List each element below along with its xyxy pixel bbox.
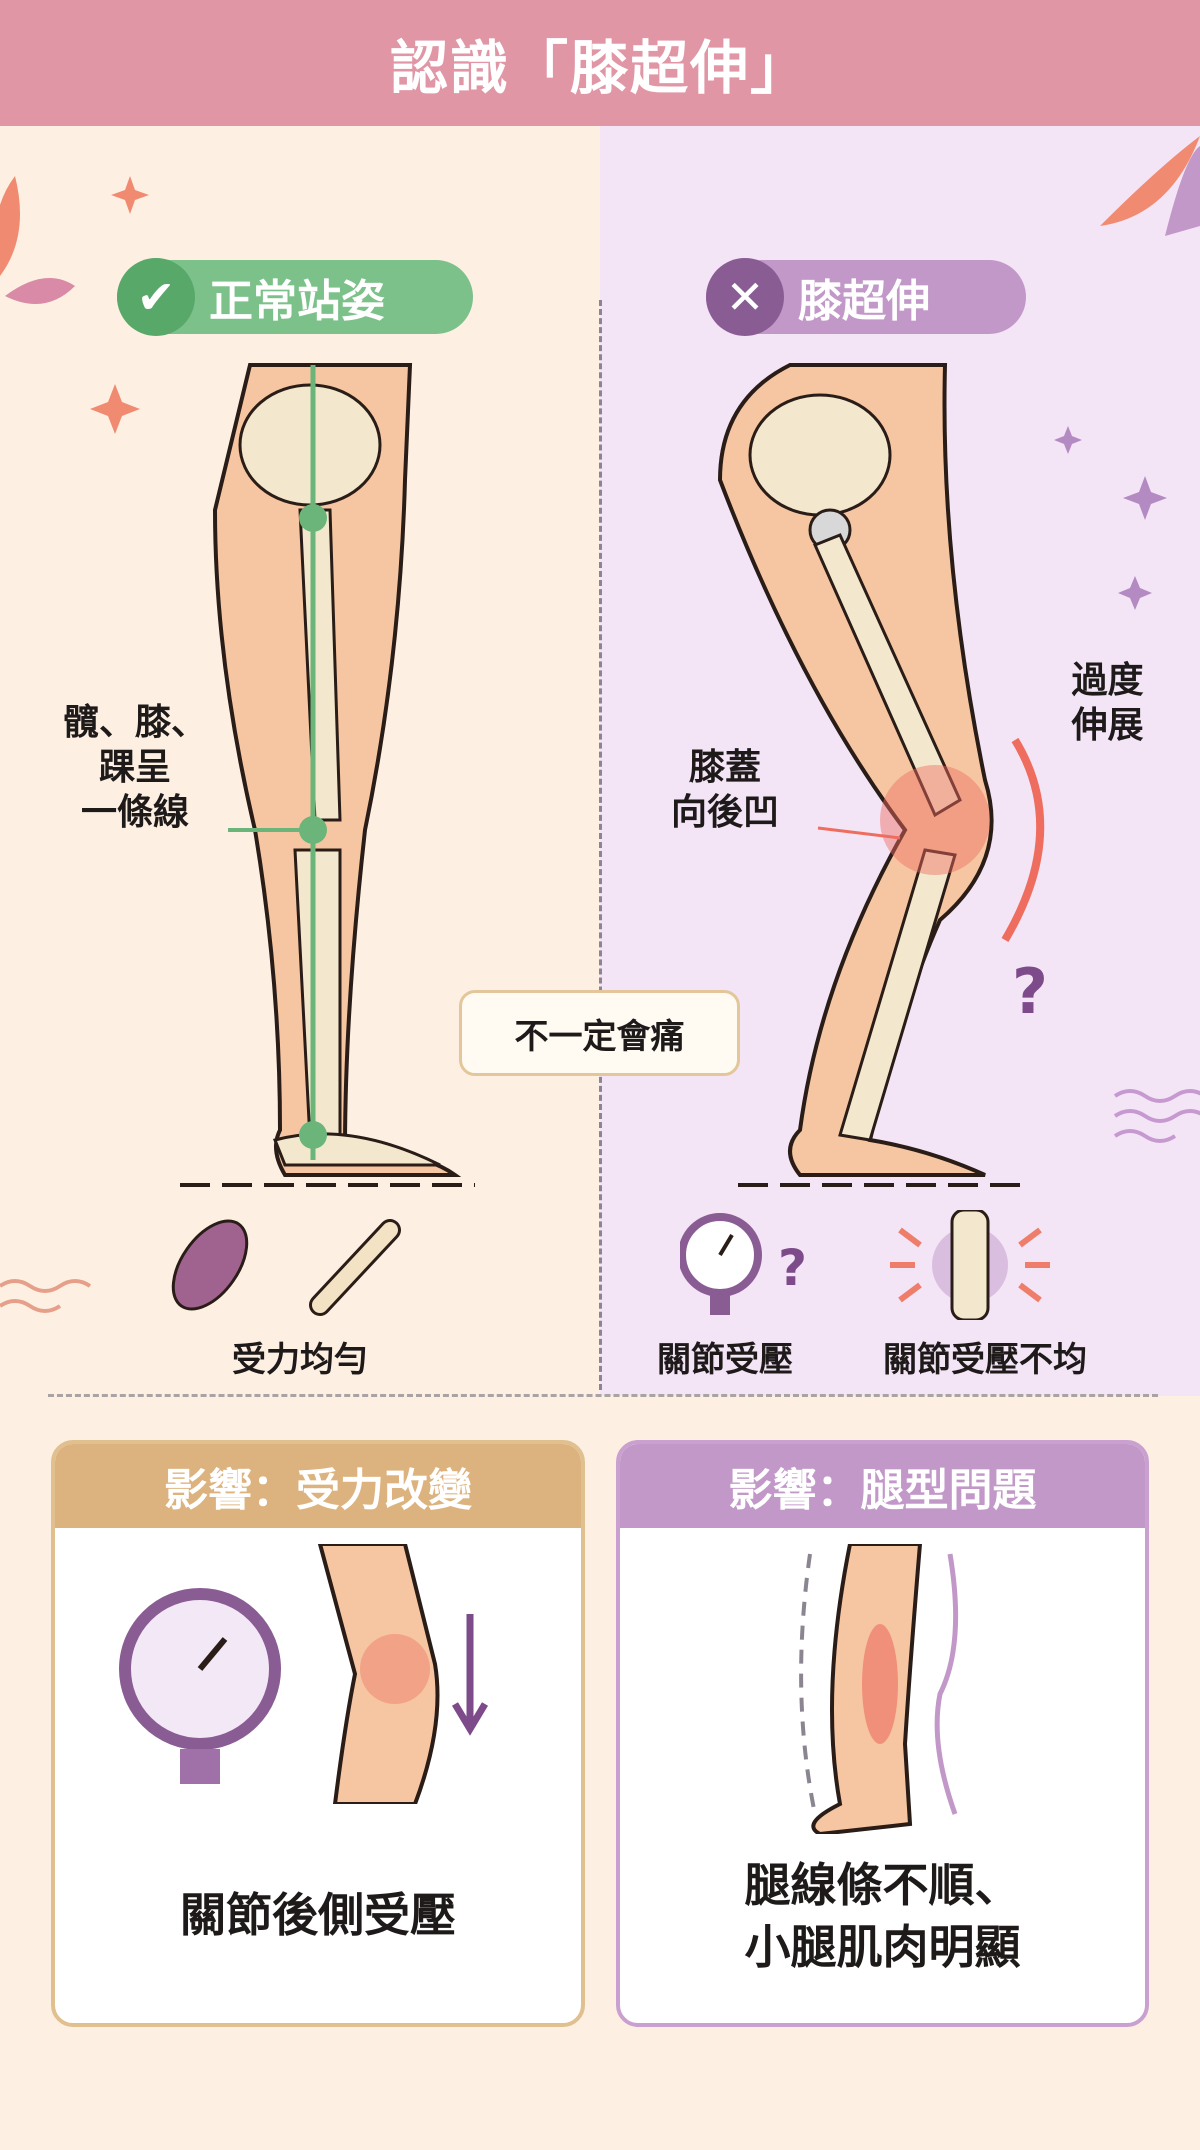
joint-pressure-label: 關節受壓 — [657, 1340, 793, 1380]
card-header: 影響：腿型問題 — [620, 1444, 1145, 1528]
leaf-icon — [1100, 136, 1200, 226]
x-icon: ✕ — [706, 258, 784, 336]
wave-icon — [1113, 1089, 1200, 1143]
even-force-label: 受力均勻 — [232, 1340, 368, 1380]
check-icon: ✔ — [117, 258, 195, 336]
sparkle-icon — [1054, 426, 1082, 454]
uneven-joint-pressure-label: 關節受壓不均 — [883, 1340, 1087, 1380]
force-change-card: 影響：受力改變 關節後側受壓 — [51, 1440, 585, 2027]
question-icon: ? — [778, 1239, 807, 1297]
alignment-label: 髖、膝、 踝呈 一條線 — [45, 700, 225, 835]
normal-badge-label: 正常站姿 — [209, 276, 385, 327]
leg-shape-card: 影響：腿型問題 腿線條不順、 小腿肌肉明顯 — [616, 1440, 1149, 2027]
decorations — [0, 136, 1200, 1313]
arrow-down-icon — [451, 1614, 489, 1736]
calf-illustration — [799, 1544, 959, 1834]
knee-pressure-illustration — [119, 1544, 489, 1804]
title-banner: 認識「膝超伸」 — [0, 0, 1200, 126]
knee-label-line: 膝蓋 — [688, 747, 761, 788]
card-body: 關節後側受壓 — [55, 1884, 581, 1946]
page-title: 認識「膝超伸」 — [389, 34, 810, 102]
sparkle-icon — [1118, 576, 1152, 610]
pressure-joint-icons: ? — [680, 1210, 1050, 1320]
knee-label-line: 向後凹 — [670, 792, 779, 833]
card-body-line: 腿線條不順、 — [744, 1858, 1021, 1912]
alignment-label-line: 一條線 — [80, 792, 189, 833]
knee-icon — [317, 1544, 440, 1804]
normal-posture-badge: ✔ 正常站姿 — [117, 258, 473, 336]
not-always-painful-callout: 不一定會痛 — [459, 990, 740, 1076]
alignment-label-line: 髖、膝、 — [62, 702, 207, 743]
extension-label-line: 伸展 — [1071, 705, 1144, 746]
question-mark-icon: ? — [1012, 955, 1048, 1028]
card-header: 影響：受力改變 — [55, 1444, 581, 1528]
card-body-line: 關節後側受壓 — [180, 1888, 456, 1942]
sparkle-icon — [111, 176, 149, 214]
hyperextension-leg-illustration — [717, 363, 1045, 1187]
card-body-line: 小腿肌肉明顯 — [744, 1920, 1021, 1975]
muscle-icon — [171, 1219, 249, 1311]
hyper-badge-label: 膝超伸 — [798, 276, 930, 327]
horizontal-divider — [48, 1394, 1158, 1397]
leg-illustrations — [180, 363, 1045, 1187]
leaf-icon — [1165, 146, 1200, 236]
sparkle-icon — [1123, 476, 1167, 520]
leaf-icon — [0, 176, 20, 276]
hyperextension-badge: ✕ 膝超伸 — [706, 258, 1026, 336]
vertical-divider — [599, 300, 602, 1390]
sparkle-icon — [90, 384, 140, 434]
alignment-label-line: 踝呈 — [98, 747, 171, 788]
normal-leg-illustration — [180, 363, 475, 1187]
extension-label-line: 過度 — [1071, 660, 1144, 701]
card-body: 腿線條不順、 小腿肌肉明顯 — [620, 1854, 1145, 1978]
muscle-bone-icons — [171, 1219, 401, 1316]
wave-icon — [0, 1279, 92, 1313]
knee-back-label: 膝蓋 向後凹 — [655, 745, 795, 835]
leaf-icon — [5, 278, 75, 304]
over-extension-label: 過度 伸展 — [1050, 658, 1165, 748]
